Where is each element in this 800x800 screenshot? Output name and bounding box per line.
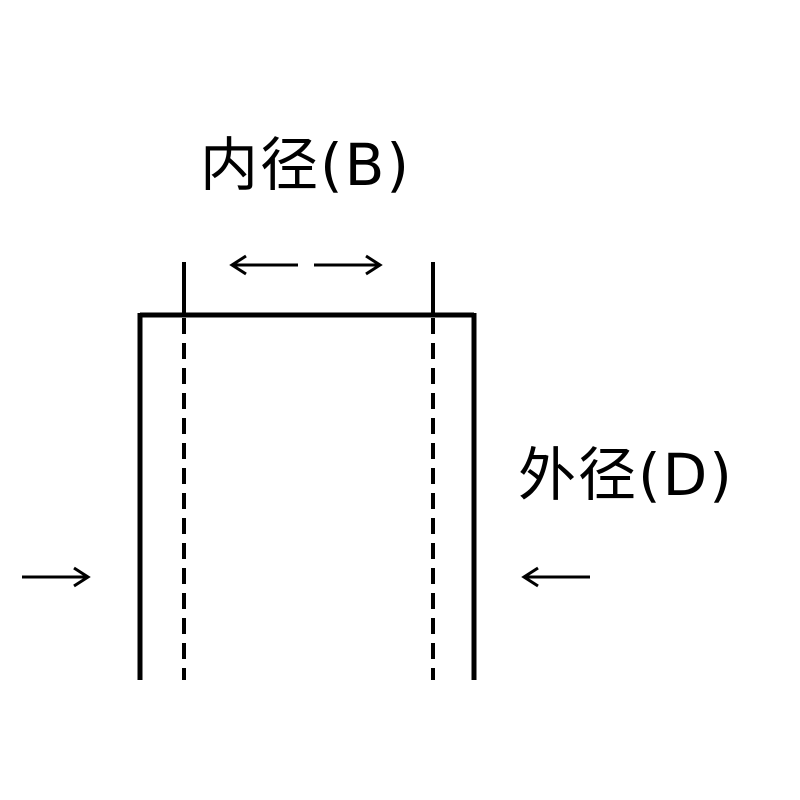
outer-diameter-left-arrow <box>22 566 91 588</box>
inner-diameter-right-arrow <box>314 254 383 276</box>
inner-diameter-left-arrow <box>229 254 298 276</box>
outer-diameter-label: 外径(D) <box>518 441 734 509</box>
outer-diameter-right-arrow <box>521 566 590 588</box>
inner-diameter-label: 内径(B) <box>200 131 412 199</box>
